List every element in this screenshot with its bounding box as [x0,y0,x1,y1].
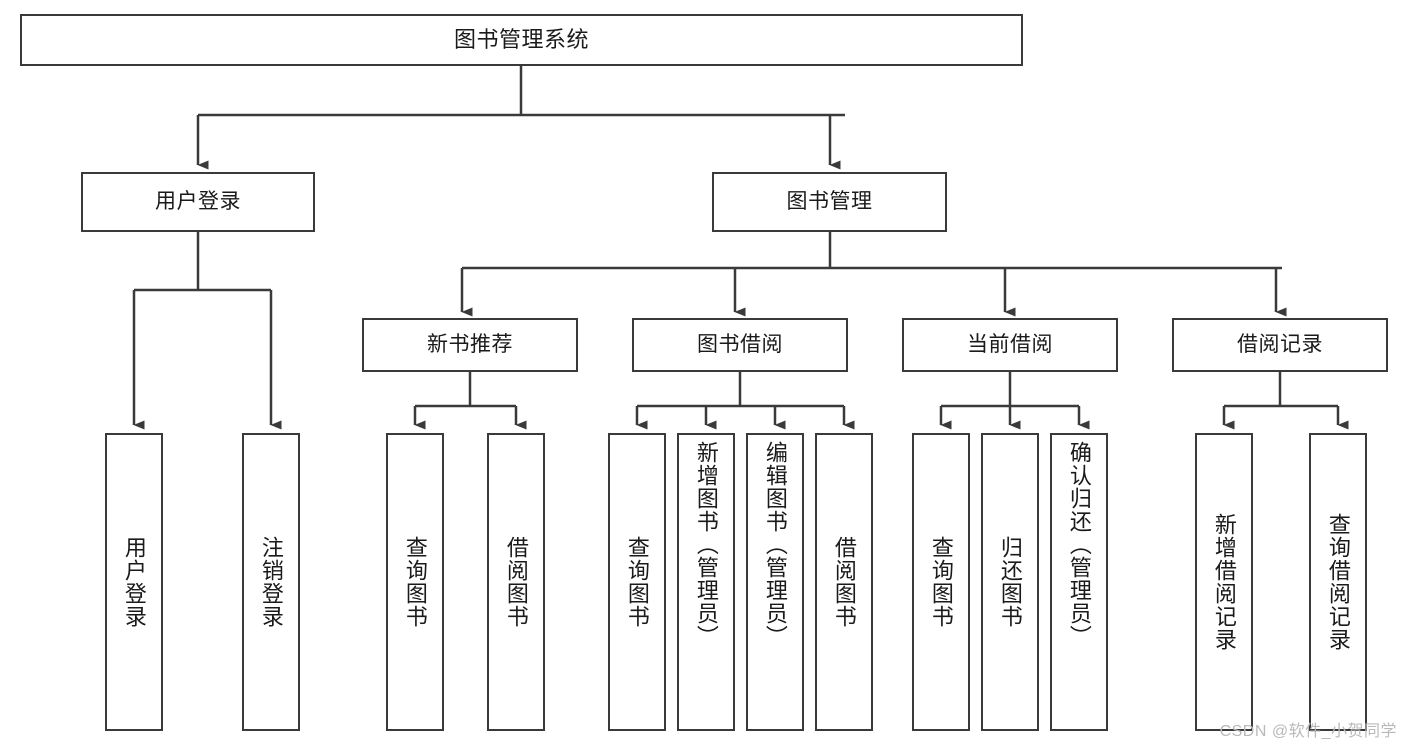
node-label: 注销登录 [258,536,284,628]
watermark-text: CSDN @软件_小贺同学 [1219,723,1397,740]
node-label: 新书推荐 [427,332,513,356]
leaf-borrow-query-book[interactable]: 查询图书 [608,433,666,731]
leaf-user-login-login[interactable]: 用户登录 [105,433,163,731]
node-book-management[interactable]: 图书管理 [712,172,947,232]
node-label: 借阅图书 [503,536,529,628]
node-label: 归还图书 [997,536,1023,628]
node-label: 查询图书 [928,536,954,628]
node-borrowing-record[interactable]: 借阅记录 [1172,318,1388,372]
leaf-borrow-borrow-book[interactable]: 借阅图书 [815,433,873,731]
node-label: 确认归还（管理员） [1066,441,1092,648]
leaf-recommend-borrow-book[interactable]: 借阅图书 [487,433,545,731]
leaf-current-confirm-return-admin[interactable]: 确认归还（管理员） [1050,433,1108,731]
node-label: 当前借阅 [967,332,1053,356]
node-root-book-management-system[interactable]: 图书管理系统 [20,14,1023,66]
node-label: 查询图书 [402,536,428,628]
node-label: 查询图书 [624,536,650,628]
node-label: 图书借阅 [697,332,783,356]
leaf-borrow-add-book-admin[interactable]: 新增图书（管理员） [677,433,735,731]
node-label: 新增借阅记录 [1211,513,1237,651]
node-user-login[interactable]: 用户登录 [81,172,315,232]
node-label: 图书管理 [786,189,873,213]
node-label: 借阅记录 [1237,332,1323,356]
node-label: 查询借阅记录 [1325,513,1351,651]
leaf-record-query-record[interactable]: 查询借阅记录 [1309,433,1367,731]
node-label: 图书管理系统 [453,27,589,53]
node-label: 用户登录 [155,189,241,213]
node-new-book-recommendation[interactable]: 新书推荐 [362,318,578,372]
node-label: 用户登录 [121,536,147,628]
leaf-record-add-record[interactable]: 新增借阅记录 [1195,433,1253,731]
leaf-user-login-logout[interactable]: 注销登录 [242,433,300,731]
node-current-borrowing[interactable]: 当前借阅 [902,318,1118,372]
node-book-borrowing[interactable]: 图书借阅 [632,318,848,372]
node-label: 借阅图书 [831,536,857,628]
leaf-borrow-edit-book-admin[interactable]: 编辑图书（管理员） [746,433,804,731]
leaf-current-return-book[interactable]: 归还图书 [981,433,1039,731]
leaf-current-query-book[interactable]: 查询图书 [912,433,970,731]
leaf-recommend-query-book[interactable]: 查询图书 [386,433,444,731]
node-label: 新增图书（管理员） [693,441,719,648]
node-label: 编辑图书（管理员） [762,441,788,648]
